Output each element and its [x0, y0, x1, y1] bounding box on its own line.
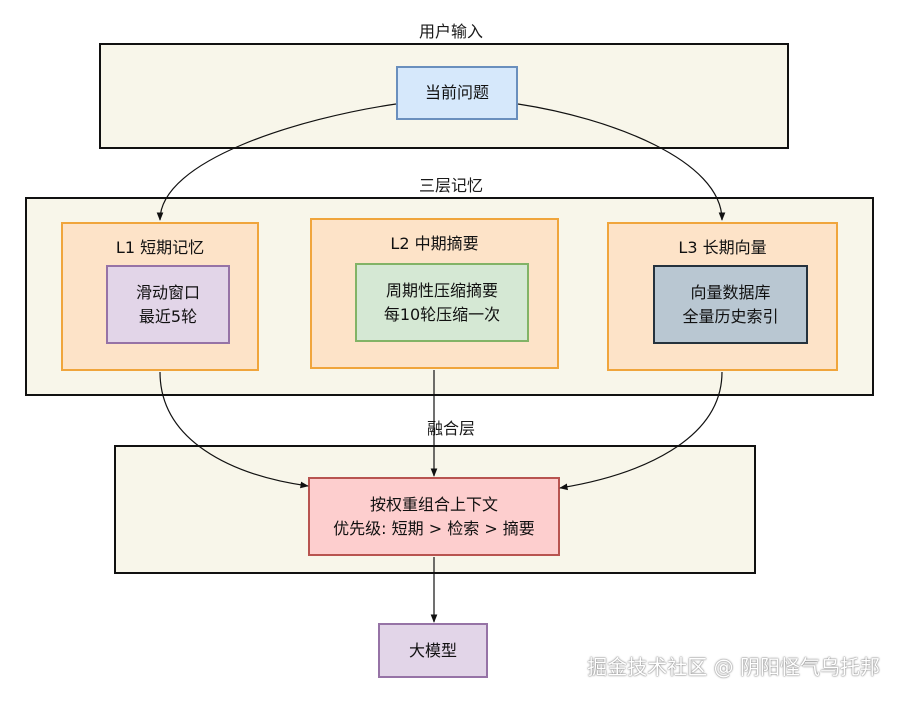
- fusion-line1: 按权重组合上下文: [369, 494, 498, 514]
- llm-node: 大模型: [378, 623, 488, 678]
- current-question-node: 当前问题: [396, 66, 518, 120]
- l3-line1: 向量数据库: [690, 282, 771, 302]
- l2-line2: 每10轮压缩一次: [383, 304, 501, 324]
- l3-line2: 全量历史索引: [682, 306, 779, 326]
- l1-sliding-window-node: 滑动窗口 最近5轮: [106, 265, 230, 344]
- l1-title: L1 短期记忆: [115, 238, 205, 257]
- current-question-label: 当前问题: [424, 83, 489, 102]
- fusion-context-node: 按权重组合上下文 优先级: 短期 > 检索 > 摘要: [308, 477, 560, 556]
- llm-label: 大模型: [408, 640, 457, 660]
- l3-vector-db-node: 向量数据库 全量历史索引: [653, 265, 808, 344]
- l2-line1: 周期性压缩摘要: [385, 280, 498, 300]
- l2-compression-node: 周期性压缩摘要 每10轮压缩一次: [355, 263, 529, 342]
- memory-section-label: 三层记忆: [418, 176, 483, 195]
- l1-line1: 滑动窗口: [135, 282, 200, 302]
- input-section-label: 用户输入: [418, 22, 483, 41]
- watermark-text: 掘金技术社区 @ 阴阳怪气乌托邦: [587, 655, 880, 679]
- l1-line2: 最近5轮: [138, 306, 198, 326]
- l3-title: L3 长期向量: [678, 238, 767, 257]
- fusion-section-label: 融合层: [426, 419, 475, 438]
- l2-title: L2 中期摘要: [390, 234, 479, 253]
- fusion-line2: 优先级: 短期 > 检索 > 摘要: [333, 518, 535, 538]
